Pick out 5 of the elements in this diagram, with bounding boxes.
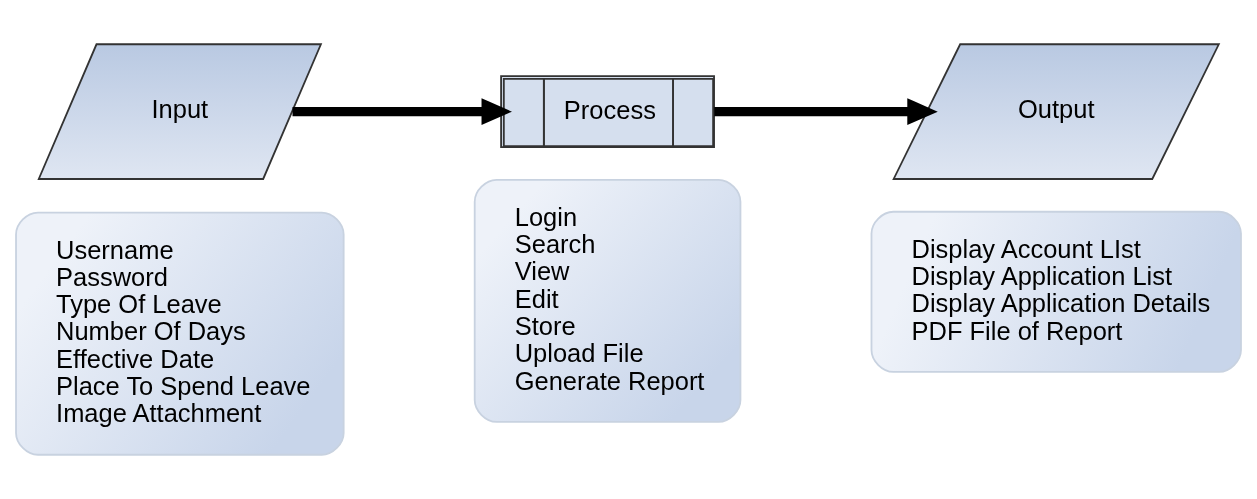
arrow [714,98,938,125]
node-box: Login Search View Edit Store Upload File Generate Report [473,178,742,423]
arrow [292,98,512,125]
node-box: Display Account LIst Display Application List Display Application Details PDF File of Report [870,210,1242,373]
node-box: Username Password Type Of Leave Number Of Days Effective Date Place To Spend Leave Image Attachment [15,211,345,456]
